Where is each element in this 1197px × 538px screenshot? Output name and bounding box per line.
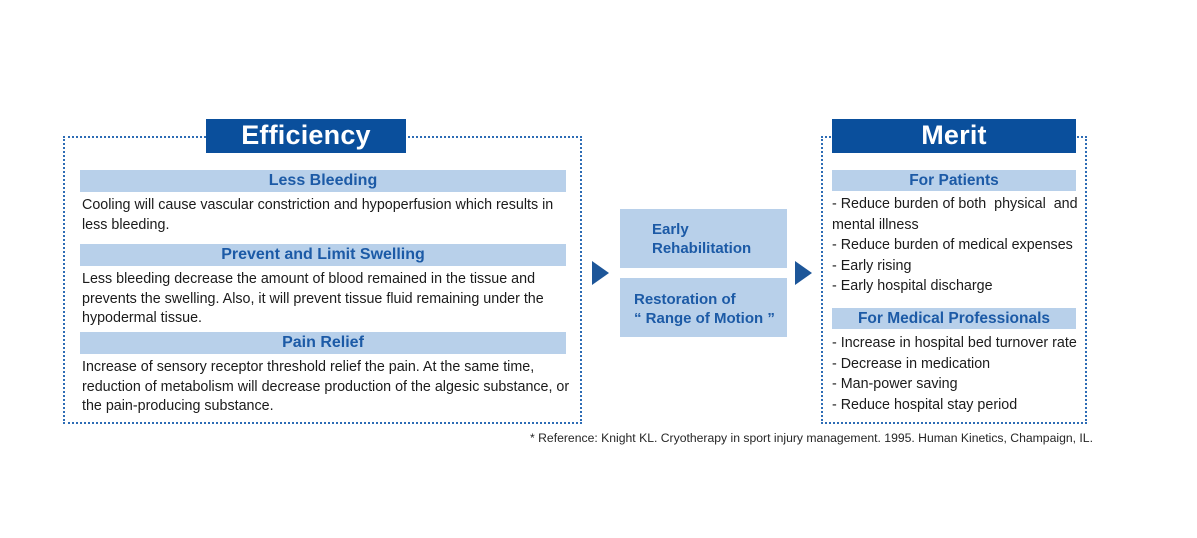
list-item: - Reduce burden of both physical and men… xyxy=(832,196,1082,233)
outcome-box-early-rehabilitation-line2: Rehabilitation xyxy=(652,240,752,257)
group-heading-for-patients: For Patients xyxy=(832,170,1076,191)
section-body-prevent-and-limit-swelling: Less bleeding decrease the amount of blo… xyxy=(82,271,544,326)
section-body-less-bleeding: Cooling will cause vascular constriction… xyxy=(82,197,554,233)
section-heading-prevent-and-limit-swelling: Prevent and Limit Swelling xyxy=(80,244,566,266)
merit-banner: Merit xyxy=(832,119,1076,153)
section-heading-less-bleeding: Less Bleeding xyxy=(80,170,566,192)
reference-footnote: * Reference: Knight KL. Cryotherapy in s… xyxy=(530,431,1093,445)
outcome-box-restoration-line1: Restoration of xyxy=(634,291,736,308)
outcome-box-restoration-line2: “ Range of Motion ” xyxy=(634,310,775,327)
list-item: - Early hospital discharge xyxy=(832,278,993,294)
list-item: - Man-power saving xyxy=(832,376,958,392)
section-heading-pain-relief: Pain Relief xyxy=(80,332,566,354)
arrow-right-icon-outcome-to-merit xyxy=(795,261,812,285)
list-item: - Reduce hospital stay period xyxy=(832,396,1018,413)
benefit-list-for-patients: - Reduce burden of both physical and men… xyxy=(832,194,1078,297)
list-item: - Increase in hospital bed turnover rate xyxy=(832,335,1077,351)
list-item: - Decrease in medication xyxy=(832,355,991,372)
group-heading-for-medical-professionals: For Medical Professionals xyxy=(832,308,1076,329)
list-item: - Early rising xyxy=(832,257,912,274)
outcome-box-early-rehabilitation-line1: Early xyxy=(652,221,689,238)
outcome-box-restoration-range-of-motion: Restoration of “ Range of Motion ” xyxy=(620,278,787,337)
arrow-right-icon-efficiency-to-outcome xyxy=(592,261,609,285)
outcome-box-early-rehabilitation: Early Rehabilitation xyxy=(620,209,787,268)
list-item: - Reduce burden of medical expenses xyxy=(832,237,1073,253)
efficiency-banner: Efficiency xyxy=(206,119,406,153)
section-body-pain-relief: Increase of sensory receptor threshold r… xyxy=(82,359,570,414)
benefit-list-for-medical-professionals: - Increase in hospital bed turnover rate… xyxy=(832,333,1078,415)
